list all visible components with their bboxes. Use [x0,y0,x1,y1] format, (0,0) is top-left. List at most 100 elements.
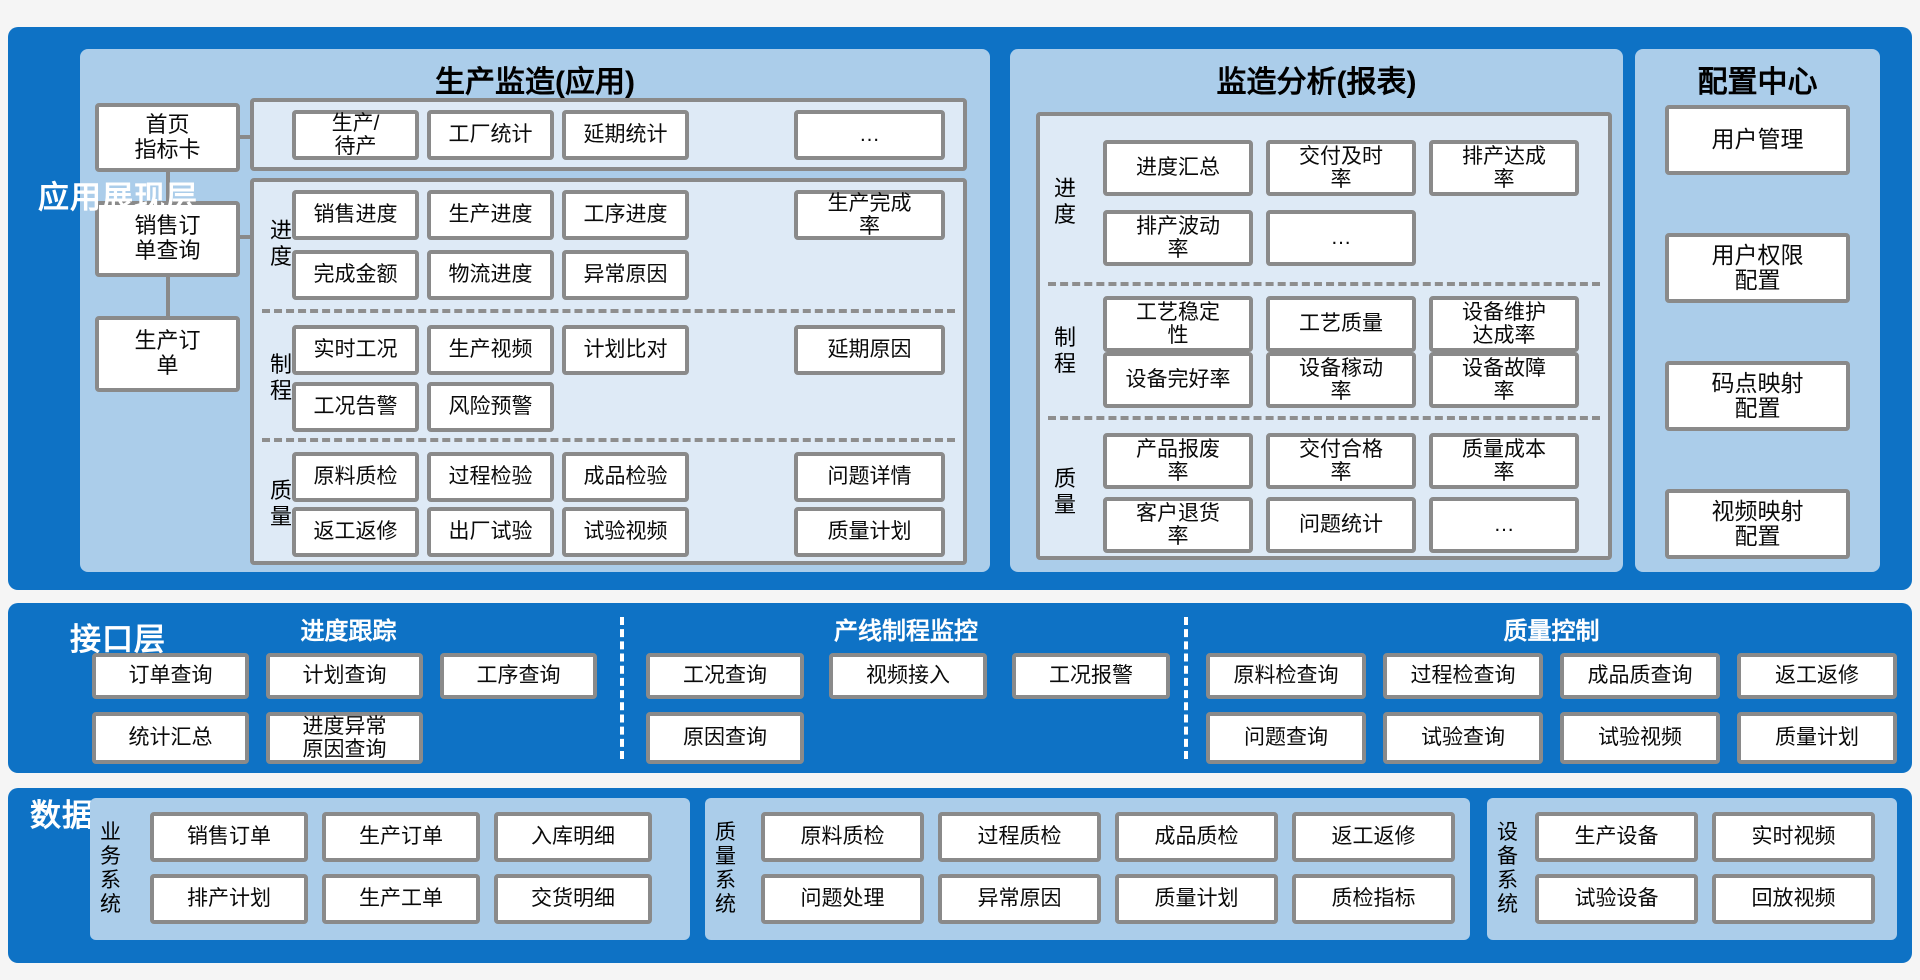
interface-layer: 接口层 进度跟踪 订单查询计划查询工序查询 统计汇总进度异常 原因查询 产线制程… [8,603,1912,773]
analysis-quality-row-1: 产品报废 率交付合格 率质量成本 率 [1040,433,1608,489]
section-label-process: 制 程 [269,352,292,403]
business-system-row-1: 销售订单生产订单入库明细 [150,812,652,862]
diagram-box: 质检指标 [1292,874,1455,924]
app-layer-label: 应用展现层 [38,180,198,215]
diagram-box: 质量计划 [1737,712,1897,764]
diagram-box: 质量计划 [794,507,945,557]
diagram-box: 工况查询 [646,653,804,699]
diagram-box: 返工返修 [292,507,419,557]
diagram-box: 完成金额 [292,250,419,300]
diagram-box: 设备完好率 [1103,352,1253,408]
quality-system-row-2: 问题处理异常原因质量计划质检指标 [761,874,1455,924]
section-label-quality: 质 量 [269,478,292,529]
progress-row-2: 完成金额物流进度异常原因 [254,250,963,300]
interface-group-progress-tracking: 进度跟踪 订单查询计划查询工序查询 统计汇总进度异常 原因查询 [92,611,605,764]
dashed-divider [1048,416,1600,420]
data-layer: 数据层 业 务 系 统 销售订单生产订单入库明细 排产计划生产工单交货明细 质 … [8,788,1912,963]
diagram-box: … [1429,497,1579,553]
diagram-box: 风险预警 [427,382,554,432]
diagram-box: 试验设备 [1535,874,1698,924]
diagram-box: 问题查询 [1206,712,1366,764]
process-row-1: 实时工况生产视频计划比对延期原因 [254,325,963,375]
nav-home-indicator-card: 首页 指标卡 [95,103,240,172]
quality-control-row-1: 原料检查询过程检查询成品质查询返工返修 [1206,653,1897,699]
diagram-box: 码点映射 配置 [1665,361,1850,431]
diagram-box: 问题处理 [761,874,924,924]
diagram-box: 入库明细 [494,812,652,862]
process-row-2: 工况告警风险预警 [254,382,963,432]
diagram-box: 排产波动 率 [1103,210,1253,266]
diagram-box: 实时工况 [292,325,419,375]
diagram-box: 订单查询 [92,653,249,699]
diagram-box: 工序进度 [562,190,689,240]
equipment-system-panel: 设 备 系 统 生产设备实时视频 试验设备回放视频 [1487,798,1897,940]
diagram-box: 回放视频 [1712,874,1875,924]
diagram-box: 工厂统计 [427,110,554,160]
diagram-box: 工艺质量 [1266,296,1416,352]
quality-system-label: 质 量 系 统 [715,820,736,917]
diagram-box: 生产订单 [322,812,480,862]
diagram-box: 试验视频 [1560,712,1720,764]
diagram-box: 异常原因 [562,250,689,300]
dashed-divider [262,309,955,313]
diagram-box: 交付及时 率 [1266,140,1416,196]
diagram-box: 进度汇总 [1103,140,1253,196]
quality-row-2: 返工返修出厂试验试验视频质量计划 [254,507,963,557]
diagram-box: 质量计划 [1115,874,1278,924]
business-system-row-2: 排产计划生产工单交货明细 [150,874,652,924]
diagram-box: 原料质检 [761,812,924,862]
analysis-process-row-1: 工艺稳定 性工艺质量设备维护 达成率 [1040,296,1608,352]
production-overview-subpanel: 生产/ 待产工厂统计延期统计… [250,98,967,171]
group-divider-dashed [1184,617,1188,759]
diagram-box: 工况报警 [1012,653,1170,699]
diagram-box: 实时视频 [1712,812,1875,862]
diagram-box: 生产/ 待产 [292,110,419,160]
diagram-box: 产品报废 率 [1103,433,1253,489]
business-system-panel: 业 务 系 统 销售订单生产订单入库明细 排产计划生产工单交货明细 [90,798,690,940]
production-supervision-panel: 生产监造(应用) 首页 指标卡 销售订 单查询 生产订 单 生产/ 待产工厂统计… [80,49,990,572]
group-title-line-monitoring: 产线制程监控 [834,617,978,645]
interface-group-line-monitoring: 产线制程监控 工况查询视频接入工况报警 原因查询 [646,611,1170,764]
diagram-box: 生产进度 [427,190,554,240]
quality-row-1: 原料质检过程检验成品检验问题详情 [254,452,963,502]
diagram-box: 问题统计 [1266,497,1416,553]
interface-group-quality-control: 质量控制 原料检查询过程检查询成品质查询返工返修 问题查询试验查询试验视频质量计… [1206,611,1897,764]
diagram-box: 延期原因 [794,325,945,375]
equipment-system-row-1: 生产设备实时视频 [1535,812,1875,862]
diagram-box: … [1266,210,1416,266]
line-monitoring-row-2: 原因查询 [646,712,1166,764]
diagram-box: 返工返修 [1292,812,1455,862]
connector-line-bottom [238,235,252,239]
progress-tracking-row-2: 统计汇总进度异常 原因查询 [92,712,605,764]
diagram-box: 原料检查询 [1206,653,1366,699]
diagram-box: 销售进度 [292,190,419,240]
diagram-box: 视频接入 [829,653,987,699]
app-presentation-layer: 生产监造(应用) 首页 指标卡 销售订 单查询 生产订 单 生产/ 待产工厂统计… [8,27,1912,590]
diagram-box: 试验视频 [562,507,689,557]
diagram-box: 计划查询 [266,653,423,699]
progress-row-1: 销售进度生产进度工序进度生产完成 率 [254,190,963,240]
diagram-box: 过程检验 [427,452,554,502]
diagram-box: 原料质检 [292,452,419,502]
diagram-box: 客户退货 率 [1103,497,1253,553]
diagram-box: 成品检验 [562,452,689,502]
analysis-panel-title: 监造分析(报表) [1216,66,1417,99]
diagram-box: 排产达成 率 [1429,140,1579,196]
section-label-quality: 质 量 [1053,466,1076,517]
equipment-system-label: 设 备 系 统 [1497,820,1518,917]
section-label-process: 制 程 [1053,325,1076,376]
diagram-box: 交付合格 率 [1266,433,1416,489]
diagram-box: 用户管理 [1665,105,1850,175]
diagram-box: 设备故障 率 [1429,352,1579,408]
analysis-quality-row-2: 客户退货 率问题统计… [1040,497,1608,553]
group-title-progress-tracking: 进度跟踪 [300,617,397,645]
section-label-progress: 进 度 [269,218,292,269]
diagram-box: 统计汇总 [92,712,249,764]
dashed-divider [262,438,955,442]
diagram-box: 进度异常 原因查询 [266,712,423,764]
connector-line-top [238,135,252,139]
quality-system-panel: 质 量 系 统 原料质检过程质检成品质检返工返修 问题处理异常原因质量计划质检指… [705,798,1470,940]
diagram-box: 设备维护 达成率 [1429,296,1579,352]
group-divider-dashed [620,617,624,759]
equipment-system-row-2: 试验设备回放视频 [1535,874,1875,924]
